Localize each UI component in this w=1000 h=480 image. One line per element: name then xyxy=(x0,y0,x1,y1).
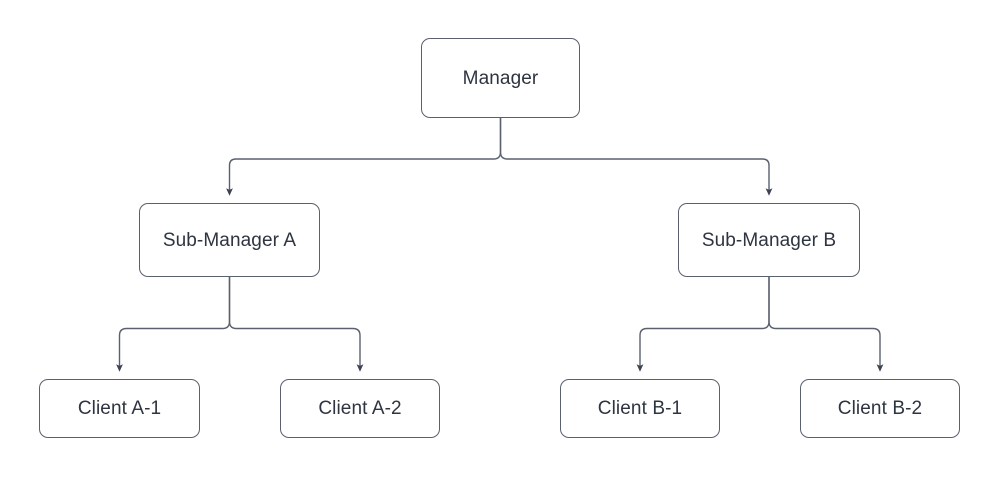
node-manager-label: Manager xyxy=(462,67,539,89)
edge-sub-manager-b-to-client-b2 xyxy=(768,276,884,372)
node-client-b1-label: Client B-1 xyxy=(597,398,683,419)
edge-sub-manager-a-to-client-a1 xyxy=(116,276,231,372)
edge-manager-to-sub-manager-b xyxy=(499,117,773,196)
node-client-a1[interactable]: Client A-1 xyxy=(39,379,200,438)
node-sub-manager-b[interactable]: Sub-Manager B xyxy=(678,203,860,277)
node-client-a2-label: Client A-2 xyxy=(318,398,402,419)
node-client-a2[interactable]: Client A-2 xyxy=(280,379,440,438)
node-client-a1-label: Client A-1 xyxy=(77,398,162,419)
node-sub-manager-b-label: Sub-Manager B xyxy=(701,229,837,251)
edge-sub-manager-b-to-client-b1 xyxy=(636,276,770,372)
node-client-b2-label: Client B-2 xyxy=(837,398,923,419)
edge-sub-manager-a-to-client-a2 xyxy=(228,276,364,372)
node-client-b1[interactable]: Client B-1 xyxy=(560,379,720,438)
node-manager[interactable]: Manager xyxy=(421,38,580,118)
node-sub-manager-a-label: Sub-Manager A xyxy=(162,229,297,251)
edge-manager-to-sub-manager-a xyxy=(226,117,502,196)
node-sub-manager-a[interactable]: Sub-Manager A xyxy=(139,203,320,277)
node-client-b2[interactable]: Client B-2 xyxy=(800,379,960,438)
